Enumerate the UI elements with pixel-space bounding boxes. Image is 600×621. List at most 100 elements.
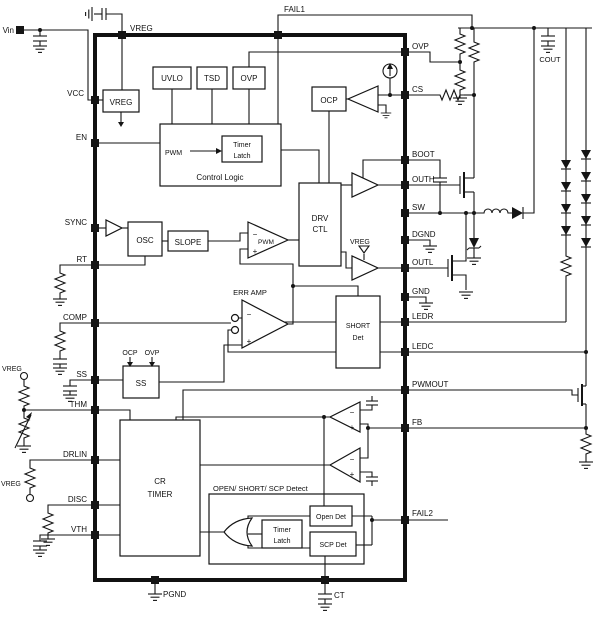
timer-big-label: TIMER: [148, 490, 173, 499]
fb-comp2-minus: −: [350, 455, 355, 464]
pin-ct-label: CT: [334, 591, 345, 600]
pin-comp-label: COMP: [63, 313, 87, 322]
pin-fail1: [274, 31, 282, 39]
pin-vcc: [91, 96, 99, 104]
short-det-block: [335, 295, 381, 369]
pin-sync: [91, 224, 99, 232]
pin-vreg-top-label: VREG: [130, 24, 153, 33]
detect-title: OPEN/ SHORT/ SCP Detect: [213, 484, 309, 493]
amplifiers: − + PWM VREG − + ERR AMP − + − +: [105, 85, 380, 484]
control-logic-label: Control Logic: [196, 173, 243, 182]
pin-comp: [91, 319, 99, 327]
pin-ledr: [401, 318, 409, 326]
pin-fail2-label: FAIL2: [412, 509, 433, 518]
pin-pwmout-label: PWMOUT: [412, 380, 449, 389]
open-det-label: Open Det: [316, 514, 346, 521]
rectifier-diode: [512, 207, 524, 219]
or-gate: [223, 517, 254, 547]
fb-comparator-1: [328, 401, 361, 433]
err-amp-input-node1: [230, 313, 240, 323]
drv-label: DRV: [312, 214, 329, 223]
pin-boot: [401, 156, 409, 164]
pin-pgnd-label: PGND: [163, 590, 186, 599]
short-det-label: Det: [353, 335, 364, 342]
ss-block-label: SS: [136, 379, 147, 388]
scp-det-block: [309, 531, 357, 557]
outl-driver: [351, 255, 380, 281]
pin-thm: [91, 406, 99, 414]
pin-gnd: [401, 293, 409, 301]
vreg-supply-triangle: [357, 245, 371, 254]
pin-dgnd-label: DGND: [412, 230, 436, 239]
fb-comparator-2: [328, 446, 361, 484]
fb-comp1-minus: −: [350, 408, 355, 417]
pin-ledc: [401, 348, 409, 356]
cr-timer-block: [119, 419, 201, 557]
uvlo-block: [152, 66, 192, 90]
short-label: SHORT: [346, 323, 371, 330]
pwm-comp-plus: +: [253, 247, 258, 256]
pin-pwmout: [401, 386, 409, 394]
pin-vth-label: VTH: [71, 525, 87, 534]
cout-label: COUT: [539, 55, 561, 64]
pin-ss: [91, 376, 99, 384]
vreg-drlin-label: VREG: [1, 481, 21, 488]
pin-thm-label: THM: [70, 400, 88, 409]
tsd-label: TSD: [204, 74, 220, 83]
open-det-block: [309, 505, 353, 527]
err-amp-plus: +: [247, 337, 252, 346]
pin-fb-label: FB: [412, 418, 422, 427]
ic-boundary: [93, 33, 407, 582]
osc-label: OSC: [136, 236, 154, 245]
pin-sw: [401, 209, 409, 217]
pin-gnd-label: GND: [412, 287, 430, 296]
drv-ctl-block: [298, 182, 342, 267]
timer-label: Timer: [233, 142, 251, 149]
pin-vcc-label: VCC: [67, 89, 84, 98]
pwm-arrow: [216, 148, 222, 154]
latch2-label: Latch: [273, 538, 290, 545]
pwm-comp-label: PWM: [258, 239, 274, 246]
ocp-block: [311, 86, 347, 112]
pin-drlin-label: DRLIN: [63, 450, 87, 459]
slope-block: [167, 230, 209, 252]
uvlo-label: UVLO: [161, 74, 183, 83]
pin-sw-label: SW: [412, 203, 425, 212]
dimming-fet: [577, 384, 583, 406]
pwm-comparator: [247, 221, 290, 259]
ovp-small-label: OVP: [145, 350, 160, 357]
current-source: [382, 63, 398, 79]
capacitor-plates: [33, 8, 555, 600]
osc-block: [127, 221, 163, 257]
fb-comp2-plus: +: [350, 470, 355, 479]
pin-ct: [321, 576, 329, 584]
ss-block: [122, 365, 160, 399]
pin-rt: [91, 261, 99, 269]
pin-disc-label: DISC: [68, 495, 87, 504]
pin-boot-label: BOOT: [412, 150, 435, 159]
ocp-small-label: OCP: [122, 350, 138, 357]
high-side-fet: [459, 172, 475, 213]
pin-ovp-label: OVP: [412, 42, 429, 51]
err-amp-minus: −: [247, 310, 252, 319]
vreg-block-label: VREG: [110, 98, 133, 107]
control-logic-block: PWM Timer Latch Control Logic: [159, 123, 282, 187]
pins: VREG FAIL1 VCC EN SYNC RT COMP SS THM DR…: [3, 5, 449, 600]
pin-pgnd: [151, 576, 159, 584]
pin-vth: [91, 531, 99, 539]
wires: [23, 13, 592, 604]
cr-label: CR: [154, 477, 166, 486]
slope-label: SLOPE: [175, 238, 202, 247]
vreg-node-thm: [19, 371, 29, 381]
thermistor-arrow: [14, 412, 32, 449]
pin-dgnd: [401, 236, 409, 244]
low-side-fet: [447, 213, 467, 290]
ovp-block-label: OVP: [241, 74, 258, 83]
pin-ledc-label: LEDC: [412, 342, 434, 351]
ss-arrows: [129, 357, 153, 362]
blocks: VREG UVLO TSD OVP OCP PWM Timer Latch Co…: [102, 66, 401, 576]
pin-sync-label: SYNC: [65, 218, 87, 227]
ovp-arrowhead: [149, 362, 155, 367]
pin-rt-label: RT: [76, 255, 87, 264]
pin-outh-label: OUTH: [412, 175, 435, 184]
